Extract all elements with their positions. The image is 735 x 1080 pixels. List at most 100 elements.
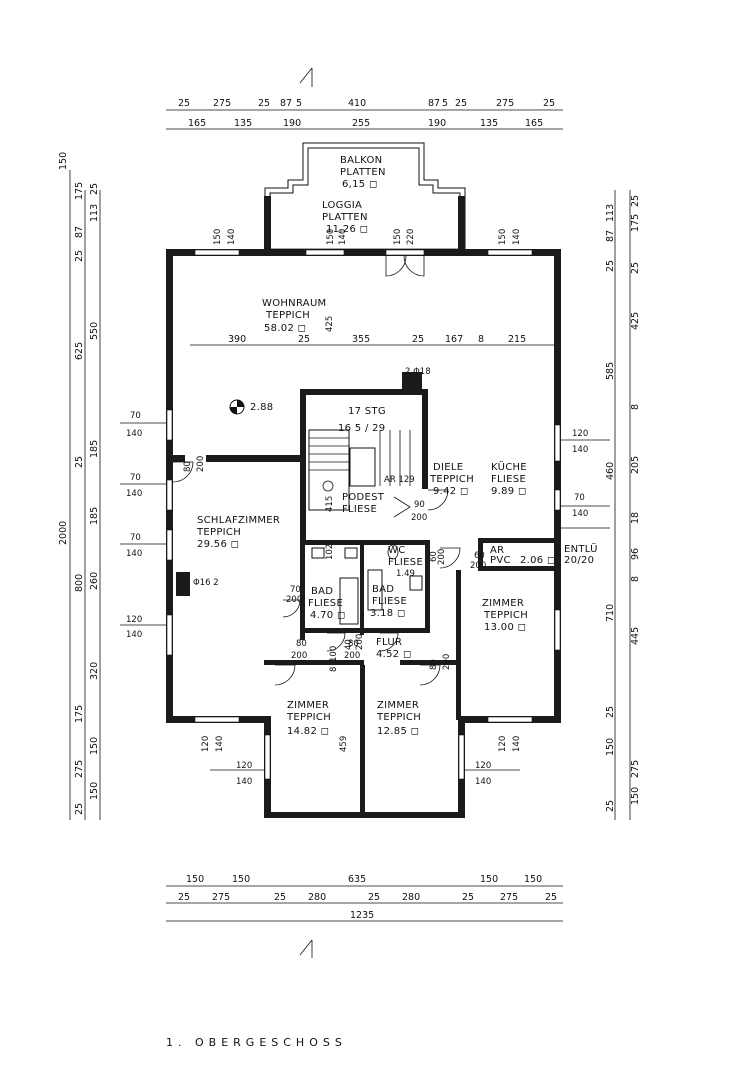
- stairs-steps: 17 STG: [348, 406, 386, 417]
- dim-left-1: 175: [74, 705, 85, 723]
- opening-dim: 100: [329, 646, 339, 662]
- room-diele-area: 9.42 ◻: [433, 486, 469, 497]
- dim-left-1: 87: [74, 226, 85, 238]
- opening-dim: 60: [474, 551, 485, 561]
- dim-right-1: 25: [605, 800, 616, 812]
- dim-right-2: 175: [630, 214, 641, 232]
- dim-left-2: 113: [89, 204, 100, 222]
- room-wc-floor: FLIESE: [388, 557, 423, 568]
- dim-left-1: 25: [74, 456, 85, 468]
- room-kueche-floor: FLIESE: [491, 474, 526, 485]
- opening-dim: 80: [183, 461, 193, 472]
- room-podest-floor: FLIESE: [342, 504, 377, 515]
- room-zimmer-s-name: ZIMMER: [377, 700, 419, 711]
- loggia-balcony: [264, 142, 466, 250]
- room-diele-name: DIELE: [433, 462, 463, 473]
- room-bad2-floor: FLIESE: [372, 596, 407, 607]
- room-podest-name: PODEST: [342, 492, 385, 503]
- opening-dim: 80: [429, 659, 439, 670]
- opening-dim: 140: [126, 489, 142, 499]
- opening-dim: 70: [130, 411, 141, 421]
- opening-dim: 70: [290, 585, 301, 595]
- dim-right-1: 87: [605, 230, 616, 242]
- room-bad1-name: BAD: [311, 586, 333, 597]
- dim-inner: 167: [445, 334, 463, 345]
- opening-dim: 140: [126, 630, 142, 640]
- room-ar-name: AR: [490, 545, 504, 556]
- ar-label: AR 129: [384, 475, 415, 485]
- dim-left-2: 185: [89, 440, 100, 458]
- opening-dim: 200: [355, 634, 365, 650]
- chimney-left-label: Φ16 2: [193, 578, 219, 588]
- level-label: 2.88: [250, 402, 273, 413]
- dim-top-2: 135: [480, 118, 498, 129]
- room-diele-floor: TEPPICH: [429, 474, 474, 485]
- dim-left-1: 275: [74, 760, 85, 778]
- opening-dim: 70: [130, 473, 141, 483]
- dim-bottom-1: 150: [480, 874, 498, 885]
- room-wohnraum-floor: TEPPICH: [265, 310, 310, 321]
- room-wc-name: WC: [388, 545, 405, 556]
- room-loggia-name: LOGGIA: [322, 200, 362, 211]
- opening-dim: 120: [201, 736, 211, 752]
- dim-bottom-1: 150: [524, 874, 542, 885]
- dim-inner: 8: [478, 334, 484, 345]
- stairs-ratio: 16 5 / 29: [338, 423, 385, 434]
- opening-dim: 140: [236, 777, 252, 787]
- dim-right-2: 25: [630, 195, 641, 207]
- opening-dim: 200: [291, 651, 307, 661]
- room-zimmer-s-area: 12.85 ◻: [377, 726, 419, 737]
- dim-right-2: 96: [630, 548, 641, 560]
- dim-top-1: 87: [428, 98, 440, 109]
- dim-right-1: 25: [605, 260, 616, 272]
- dim-top-2: 190: [428, 118, 446, 129]
- opening-dim: 200: [196, 456, 206, 472]
- dim-bottom-2: 25: [545, 892, 557, 903]
- opening-dim: 80: [296, 639, 307, 649]
- opening-dim: 70: [130, 533, 141, 543]
- dim-inner: 355: [352, 334, 370, 345]
- opening-dim: 70: [574, 493, 585, 503]
- dim-top-1: 25: [258, 98, 270, 109]
- room-wohnraum-name: WOHNRAUM: [262, 298, 327, 309]
- dim-bottom-total: 1235: [350, 910, 374, 921]
- entlueftung-size: 20/20: [564, 555, 594, 566]
- dim-right-1: 460: [605, 462, 616, 480]
- dim-right-2: 425: [630, 312, 641, 330]
- room-flur-name: FLUR: [376, 637, 402, 648]
- opening-dim: 140: [512, 736, 522, 752]
- dim-inner: 390: [228, 334, 246, 345]
- room-wc-area: 1.49: [396, 569, 415, 579]
- room-balkon-area: 6,15 ◻: [342, 179, 378, 190]
- room-bad1-floor: FLIESE: [308, 598, 343, 609]
- room-zimmer-sw-area: 14.82 ◻: [287, 726, 329, 737]
- opening-dim: 120: [572, 429, 588, 439]
- dim-top-1: 25: [455, 98, 467, 109]
- dim-bottom-2: 275: [500, 892, 518, 903]
- opening-dim: 140: [572, 509, 588, 519]
- dimensions-top: 25 275 25 87 5 410 87 5 25 275 25 165 13…: [178, 98, 555, 129]
- room-balkon-name: BALKON: [340, 155, 382, 166]
- dim-right-1: 113: [605, 204, 616, 222]
- dimension-lines: [69, 67, 631, 958]
- dim-right-2: 8: [630, 404, 641, 410]
- dim-right-2: 150: [630, 787, 641, 805]
- dim-left-1: 625: [74, 342, 85, 360]
- dim-top-2: 165: [188, 118, 206, 129]
- dim-top-1: 87: [280, 98, 292, 109]
- opening-dim: 200: [411, 513, 427, 523]
- room-ar-area: 2.06 ◻: [520, 555, 556, 566]
- opening-dimensions: 150 140 150 140 150 220 150 140 70 140 7…: [126, 229, 588, 787]
- dim-right-2: 445: [630, 627, 641, 645]
- opening-dim: 60: [429, 551, 439, 562]
- room-schlafzimmer-name: SCHLAFZIMMER: [197, 515, 280, 526]
- dim-inner: 25: [298, 334, 310, 345]
- room-balkon-floor: PLATTEN: [340, 167, 386, 178]
- dim-459: 459: [339, 736, 349, 752]
- room-schlafzimmer-floor: TEPPICH: [196, 527, 241, 538]
- dim-right-1: 25: [605, 706, 616, 718]
- dim-left-2: 25: [89, 183, 100, 195]
- dim-bottom-2: 280: [308, 892, 326, 903]
- dim-right-2: 18: [630, 512, 641, 524]
- dim-top-1: 25: [178, 98, 190, 109]
